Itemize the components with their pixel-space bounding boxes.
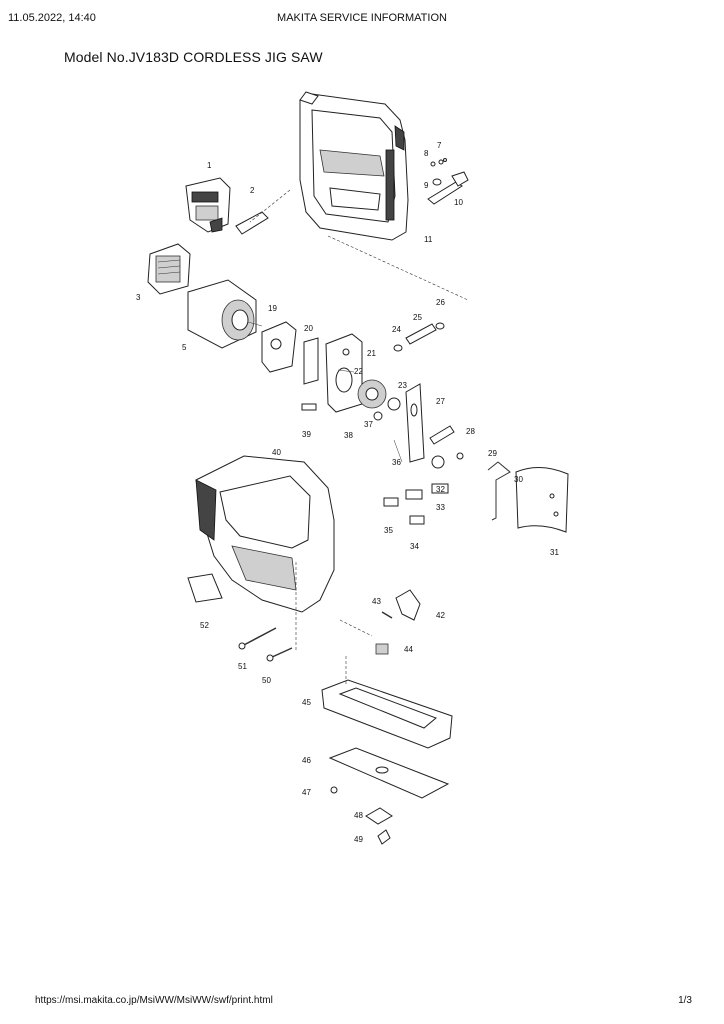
part-label: 44 <box>404 645 413 654</box>
assembly-line <box>327 235 469 301</box>
print-date: 11.05.2022, 14:40 <box>8 12 96 24</box>
part-label: 36 <box>392 458 401 467</box>
page-url: https://msi.makita.co.jp/MsiWW/MsiWW/swf… <box>35 995 273 1006</box>
part-label: 37 <box>364 420 373 429</box>
bracket-plates <box>261 321 363 413</box>
part-label: 27 <box>436 397 445 406</box>
label-part <box>187 573 223 603</box>
part-label: 5 <box>182 343 187 352</box>
handle-housing <box>195 455 335 650</box>
part-label: 32 <box>436 485 445 494</box>
part-label: 3 <box>136 293 141 302</box>
part-label: 39 <box>302 430 311 439</box>
housing-part <box>299 91 409 241</box>
screw-parts <box>238 627 293 662</box>
lever-part <box>235 211 269 235</box>
part-label: 31 <box>550 548 559 557</box>
part-label: 20 <box>304 324 313 333</box>
guard-parts <box>487 461 569 533</box>
part-label: 50 <box>262 676 271 685</box>
part-label: 2 <box>250 186 255 195</box>
part-label: 11 <box>424 235 433 244</box>
gear-slider-parts <box>301 322 464 469</box>
part-label: 49 <box>354 835 363 844</box>
part-label: 7 <box>437 141 442 150</box>
blade-clamp-parts <box>375 589 421 655</box>
part-label: 26 <box>436 298 445 307</box>
part-label: 34 <box>410 542 419 551</box>
part-label: 25 <box>413 313 422 322</box>
switch-part <box>185 177 231 233</box>
pin-parts <box>427 158 469 205</box>
part-label: 24 <box>392 325 401 334</box>
assembly-line <box>249 189 291 223</box>
part-label: 9 <box>424 181 429 190</box>
part-label: 28 <box>466 427 475 436</box>
motor-part <box>187 279 263 349</box>
part-label: 38 <box>344 431 353 440</box>
base-part <box>321 656 453 749</box>
part-label: 8 <box>424 149 429 158</box>
part-label: 52 <box>200 621 209 630</box>
part-label: 23 <box>398 381 407 390</box>
part-label: 47 <box>302 788 311 797</box>
pad-parts <box>383 483 449 525</box>
part-label: 22 <box>354 367 363 376</box>
base-screws <box>330 786 393 845</box>
assembly-line <box>339 619 373 637</box>
part-label: 29 <box>488 449 497 458</box>
base-plate <box>328 747 450 799</box>
part-label: 19 <box>268 304 277 313</box>
part-label: 51 <box>238 662 247 671</box>
page-number: 1/3 <box>678 995 692 1006</box>
part-label: 1 <box>207 161 212 170</box>
part-label: 33 <box>436 503 445 512</box>
part-label: 30 <box>514 475 523 484</box>
page-title: Model No.JV183D CORDLESS JIG SAW <box>64 49 323 65</box>
site-header: MAKITA SERVICE INFORMATION <box>277 12 447 24</box>
part-label: 46 <box>302 756 311 765</box>
part-label: 35 <box>384 526 393 535</box>
part-label: 43 <box>372 597 381 606</box>
part-label: 42 <box>436 611 445 620</box>
part-label: 45 <box>302 698 311 707</box>
part-label: 40 <box>272 448 281 457</box>
part-label: 21 <box>367 349 376 358</box>
part-label: 48 <box>354 811 363 820</box>
part-labels: 1 2 3 5 7 8 9 10 11 19 20 21 22 23 24 25… <box>136 141 559 844</box>
controller-part <box>147 243 191 295</box>
part-label: 10 <box>454 198 463 207</box>
